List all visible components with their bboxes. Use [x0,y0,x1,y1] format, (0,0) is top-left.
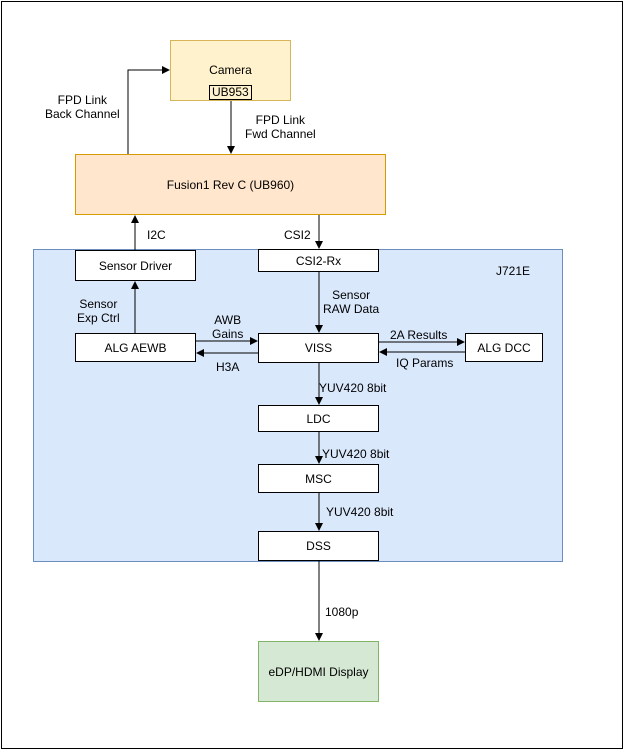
dss-label: DSS [306,539,331,553]
sensor-driver-node: Sensor Driver [75,250,196,281]
camera-label: Camera [209,62,252,77]
camera-node: Camera UB953 [170,40,291,101]
j721e-label: J721E [496,264,531,278]
ldc-label: LDC [306,411,331,426]
awb-gains-label: AWB Gains [212,313,244,341]
yuv-viss-ldc-label: YUV420 8bit [319,381,387,395]
yuv-ldc-msc-label: YUV420 8bit [322,447,390,461]
csi2-label: CSI2 [284,228,311,242]
h3a-label: H3A [216,360,240,374]
fusion-label: Fusion1 Rev C (UB960) [166,177,295,192]
alg-aewb-node: ALG AEWB [75,333,196,362]
alg-dcc-label: ALG DCC [477,340,531,355]
fpd-fwd-channel-label: FPD Link Fwd Channel [245,113,316,141]
camera-chip-label: UB953 [209,85,252,100]
iq-params-label: IQ Params [396,356,454,370]
fpd-back-channel-label: FPD Link Back Channel [45,93,120,121]
alg-aewb-label: ALG AEWB [104,340,167,355]
csi2rx-label: CSI2-Rx [295,253,342,268]
display-node: eDP/HDMI Display [258,641,379,702]
viss-node: VISS [258,333,379,363]
sensor-exp-ctrl-label: Sensor Exp Ctrl [77,297,120,325]
dss-node: DSS [258,531,379,561]
fpd-back-channel-arrow [127,66,170,154]
sensor-raw-data-label: Sensor RAW Data [323,288,380,316]
2a-results-label: 2A Results [390,328,448,342]
alg-dcc-node: ALG DCC [465,333,543,362]
yuv-msc-dss-label: YUV420 8bit [326,505,394,519]
viss-label: VISS [304,341,333,355]
ldc-node: LDC [258,405,379,432]
sensor-driver-label: Sensor Driver [98,258,173,273]
i2c-label: I2C [147,228,166,242]
msc-label: MSC [305,471,332,486]
csi2rx-node: CSI2-Rx [258,249,379,272]
msc-node: MSC [258,464,379,493]
fusion-node: Fusion1 Rev C (UB960) [75,154,386,215]
1080p-label: 1080p [325,605,359,619]
j721e-region [33,249,563,562]
display-label: eDP/HDMI Display [268,664,369,679]
